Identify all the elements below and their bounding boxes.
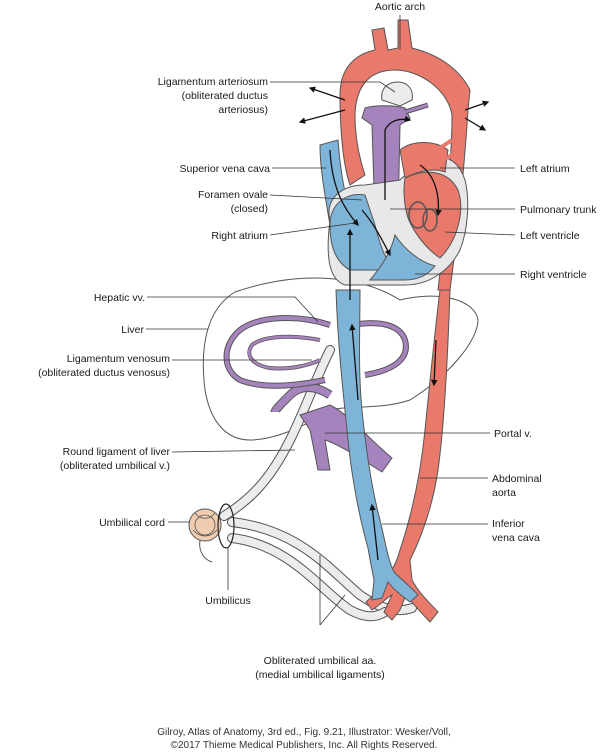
leader-right-atrium [269, 222, 356, 236]
label-left-ventricle: Left ventricle [520, 230, 580, 242]
label-umbilical-cord: Umbilical cord [99, 517, 165, 529]
hepatic-branch-inner-fill [248, 335, 321, 370]
inferior-vena-cava [335, 289, 419, 603]
label-inferior-vena-cava-1: Inferior [492, 518, 525, 530]
pulmonary-artery-left-fill [404, 103, 429, 114]
label-abdominal-aorta-2: aorta [492, 487, 516, 499]
label-umbilicus: Umbilicus [205, 595, 251, 607]
flow-arrow-ra-rv [361, 209, 391, 257]
label-right-ventricle: Right ventricle [520, 269, 587, 281]
leader-hepatic-vv [147, 296, 319, 323]
label-umbilical-aa-1: Obliterated umbilical aa. [264, 655, 377, 667]
left-ventricle [403, 171, 462, 259]
label-ligamentum-venosum-1: Ligamentum venosum [67, 353, 171, 365]
flow-arrow-aorta-out-1 [308, 86, 346, 101]
ligamentum-arteriosum [381, 81, 413, 107]
label-foramen-ovale-2: (closed) [231, 203, 268, 215]
flow-arrow-aorta-out-2 [298, 109, 346, 124]
flow-arrow-aorta-down [430, 339, 438, 387]
leader-left-ventricle [444, 231, 516, 236]
flow-arrow-aorta-out-3 [464, 100, 490, 111]
label-left-atrium: Left atrium [520, 163, 570, 175]
label-ligamentum-arteriosum-2: (obliterated ductus [182, 90, 268, 102]
label-ligamentum-venosum-2: (obliterated ductus venosus) [38, 367, 170, 379]
hepatic-branch-left-fill [224, 316, 331, 388]
label-pulmonary-trunk: Pulmonary trunk [520, 204, 597, 216]
label-umbilical-aa-2: (medial umbilical ligaments) [255, 669, 385, 681]
pulmonary-vein-stub-2 [442, 150, 458, 162]
label-liver: Liver [121, 324, 144, 336]
right-ventricle [368, 233, 436, 281]
leader-round-ligament [171, 449, 296, 453]
label-ligamentum-arteriosum-3: arteriosus) [218, 104, 268, 116]
label-ligamentum-arteriosum-1: Ligamentum arteriosum [158, 76, 269, 88]
liver-outline [202, 277, 479, 441]
label-abdominal-aorta-1: Abdominal [492, 473, 542, 485]
umbilical-cord [188, 503, 235, 563]
flow-arrow-svc [329, 149, 359, 226]
label-hepatic-vv: Hepatic vv. [94, 292, 145, 304]
label-right-atrium: Right atrium [211, 230, 268, 242]
label-portal-v: Portal v. [494, 428, 532, 440]
flow-arrow-la-lv [419, 164, 442, 217]
ligamentum-venosum-vessel-fill [271, 384, 332, 413]
label-round-ligament-2: (obliterated umbilical v.) [60, 460, 170, 472]
label-aortic-arch: Aortic arch [375, 1, 425, 13]
credit-line-2: ©2017 Thieme Medical Publishers, Inc. Al… [171, 740, 438, 751]
flow-arrow-ivc-lower [349, 323, 359, 401]
credit-line-1: Gilroy, Atlas of Anatomy, 3rd ed., Fig. … [157, 727, 450, 738]
label-foramen-ovale-1: Foramen ovale [198, 189, 268, 201]
leader-foramen-ovale [269, 194, 363, 201]
label-round-ligament-1: Round ligament of liver [63, 446, 171, 458]
pulmonary-vein-stub-1 [438, 138, 454, 150]
label-inferior-vena-cava-2: vena cava [492, 532, 540, 544]
leader-umbilical-aa-2 [319, 594, 346, 626]
leader-ligamentum-arteriosum [270, 81, 396, 93]
label-superior-vena-cava: Superior vena cava [180, 163, 271, 175]
flow-arrow-ivc-bottom [369, 503, 379, 561]
flow-arrow-pulmonary [384, 115, 412, 200]
flow-arrow-aorta-out-4 [464, 117, 487, 131]
tricuspid-ring [408, 201, 428, 229]
hepatic-branch-right-fill [351, 321, 408, 377]
descending-aorta [365, 289, 451, 623]
